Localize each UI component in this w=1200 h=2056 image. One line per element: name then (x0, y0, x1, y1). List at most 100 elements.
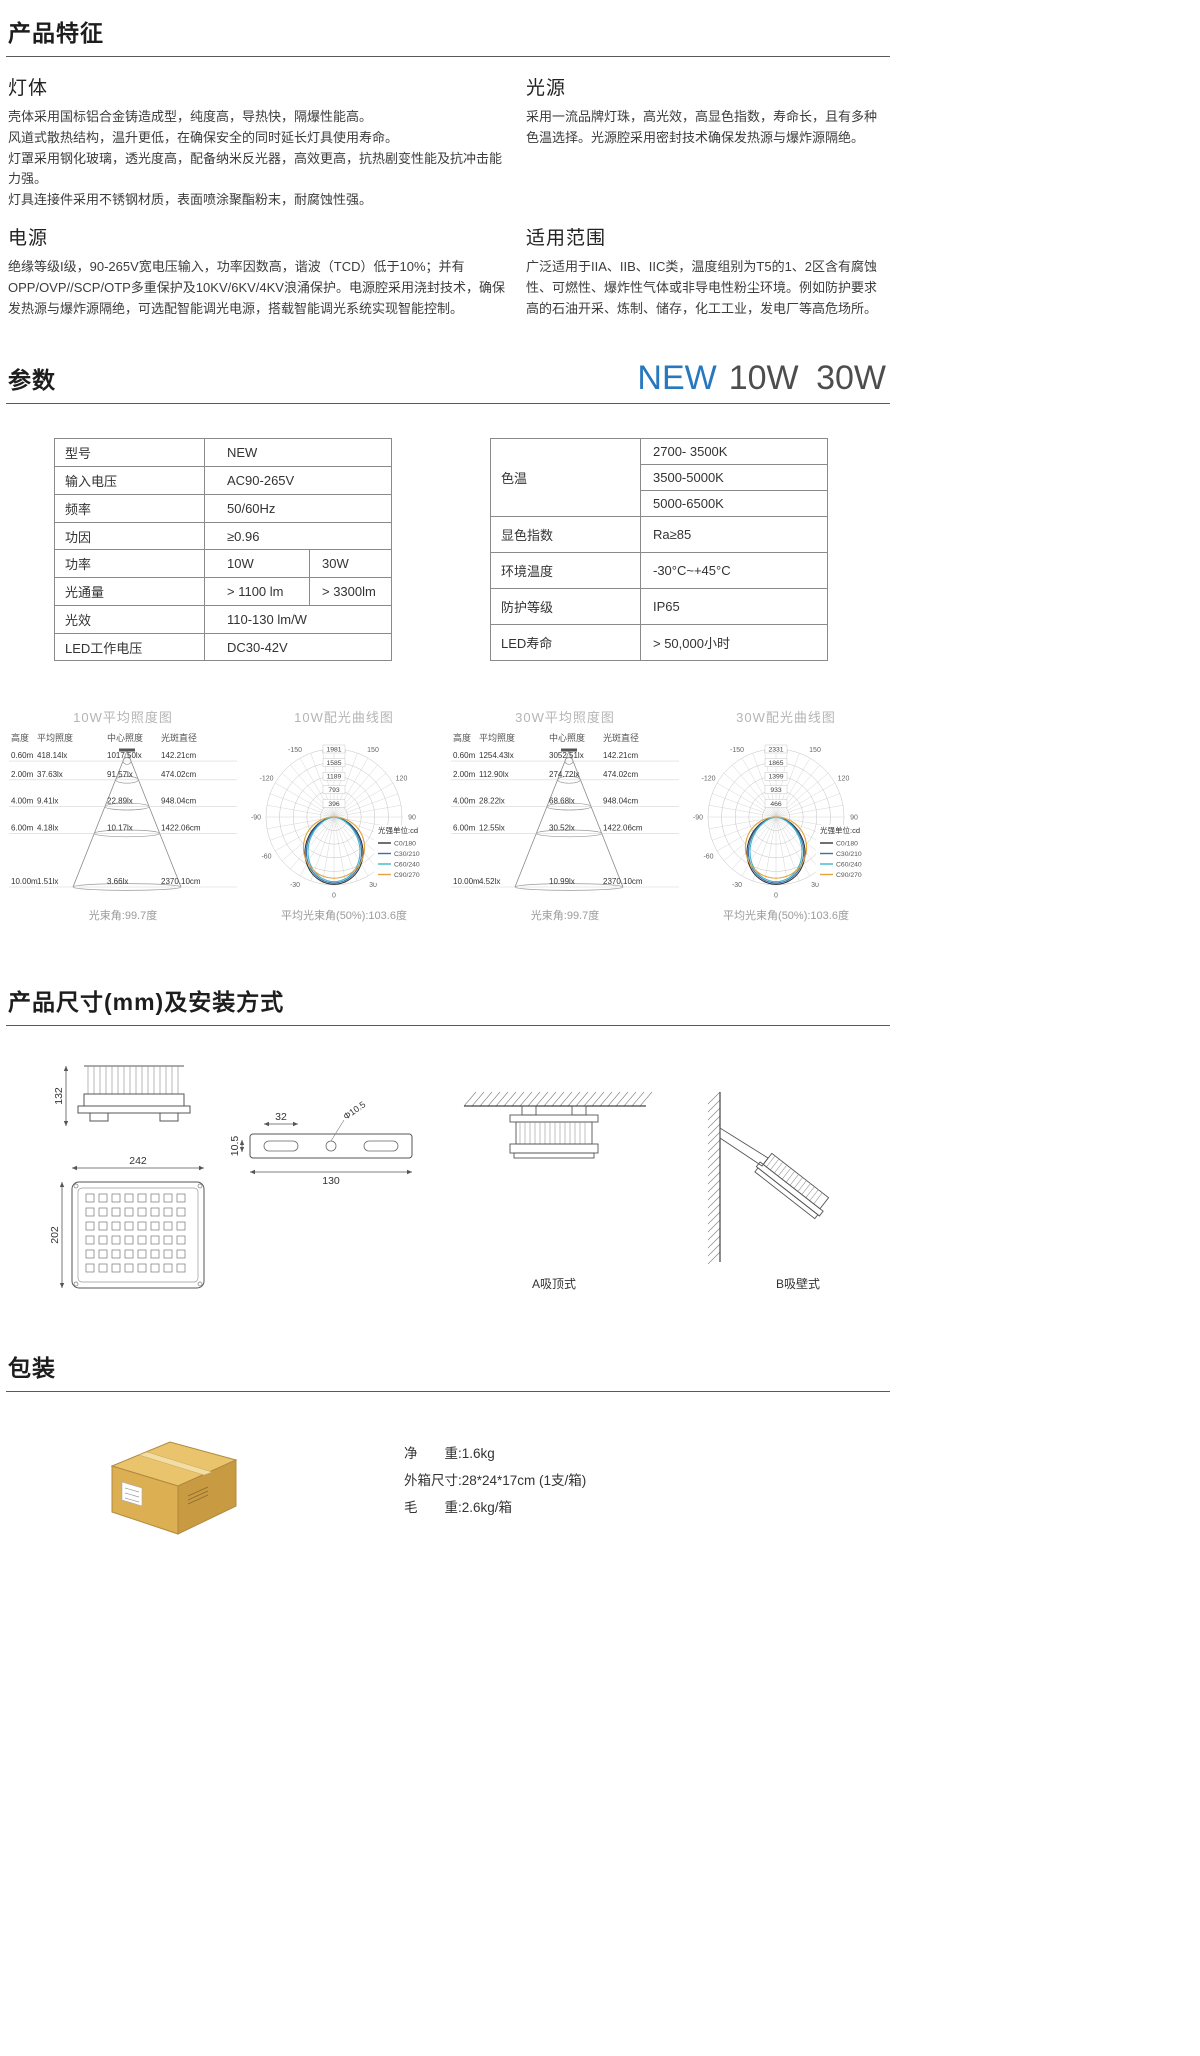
svg-text:光斑直径: 光斑直径 (161, 732, 197, 743)
svg-text:2370.10cm: 2370.10cm (603, 877, 643, 886)
spec-value: > 50,000小时 (640, 624, 828, 662)
svg-text:C60/240: C60/240 (394, 862, 420, 869)
spec-value: 10W (204, 549, 310, 579)
svg-text:2.00m: 2.00m (453, 770, 476, 779)
spec-value: ≥0.96 (204, 521, 392, 551)
svg-text:0: 0 (332, 893, 336, 900)
diagram-title: 30W配光曲线图 (736, 710, 836, 726)
datasheet-content: 产品特征 灯体壳体采用国标铝合金铸造成型，纯度高，导热快，隔爆性能高。风道式散热… (6, 20, 890, 1536)
svg-text:4.00m: 4.00m (11, 797, 34, 806)
spec-value: 50/60Hz (204, 493, 392, 523)
spec-label: 功率 (54, 549, 205, 579)
svg-text:中心照度: 中心照度 (549, 732, 585, 743)
svg-text:202: 202 (49, 1226, 61, 1244)
svg-text:90: 90 (408, 815, 416, 822)
spec-label: 环境温度 (490, 552, 641, 590)
spec-value: DC30-42V (204, 632, 392, 662)
svg-text:0: 0 (774, 893, 778, 900)
svg-text:418.14lx: 418.14lx (37, 751, 67, 760)
svg-text:-90: -90 (693, 815, 703, 822)
polar-diagram-block-10w: 10W配光曲线图-150-120-90-60-30030609012015039… (240, 707, 448, 923)
svg-text:1865: 1865 (768, 760, 783, 767)
feature-text: 绝缘等级I级，90-265V宽电压输入，功率因数高，谐波（TCD）低于10%；并… (8, 258, 505, 316)
new-label: NEW (637, 359, 717, 398)
svg-text:132: 132 (53, 1087, 65, 1105)
svg-text:4.00m: 4.00m (453, 797, 476, 806)
svg-text:-30: -30 (732, 882, 742, 889)
spec-label: 光效 (54, 604, 205, 634)
packing-info: 净 重:1.6kg 外箱尺寸:28*24*17cm (1支/箱) 毛 重:2.6kg… (404, 1426, 586, 1521)
spec-value: -30°C~+45°C (640, 552, 828, 590)
svg-text:中心照度: 中心照度 (107, 732, 143, 743)
feature-text: 壳体采用国标铝合金铸造成型，纯度高，导热快，隔爆性能高。 (8, 109, 373, 124)
spec-label: 输入电压 (54, 466, 205, 495)
feature-text: 灯具连接件采用不锈钢材质，表面喷涂聚酯粉末，耐腐蚀性强。 (8, 192, 373, 208)
spec-row: 3500-5000K (491, 464, 828, 492)
svg-text:793: 793 (328, 788, 340, 795)
svg-text:-90: -90 (251, 815, 261, 822)
diagram-footer: 光束角:99.7度 (530, 910, 600, 923)
svg-text:466: 466 (770, 801, 782, 808)
svg-text:Φ10.5: Φ10.5 (341, 1100, 367, 1122)
svg-text:-150: -150 (288, 747, 302, 754)
feature-text: 风道式散热结构，温升更低，在确保安全的同时延长灯具使用寿命。 (8, 129, 399, 145)
svg-text:1.51lx: 1.51lx (37, 877, 58, 886)
svg-text:1399: 1399 (768, 774, 783, 781)
svg-text:3.66lx: 3.66lx (107, 877, 128, 886)
svg-text:112.90lx: 112.90lx (479, 770, 509, 779)
svg-text:10.00m: 10.00m (11, 877, 38, 886)
svg-text:30: 30 (811, 882, 819, 889)
packing-text-line: 毛 重:2.6kg/箱 (404, 1500, 513, 1516)
feature-text: 灯罩采用钢化玻璃，透光度高，配备纳米反光器，高效更高，抗热剧变性能及抗冲击能力强… (8, 150, 503, 187)
svg-text:91.57lx: 91.57lx (107, 770, 133, 779)
svg-text:142.21cm: 142.21cm (603, 751, 638, 760)
wattage-label: 10W 30W (728, 359, 886, 398)
packing-text-line: 外箱尺寸:28*24*17cm (1支/箱) (404, 1473, 587, 1489)
svg-text:1585: 1585 (326, 760, 341, 767)
svg-text:2370.10cm: 2370.10cm (161, 877, 201, 886)
svg-text:A吸顶式: A吸顶式 (532, 1277, 576, 1291)
svg-text:28.22lx: 28.22lx (479, 797, 505, 806)
svg-text:C60/240: C60/240 (836, 862, 862, 869)
feature-title: 适用范围 (526, 227, 607, 249)
svg-text:68.68lx: 68.68lx (549, 797, 575, 806)
svg-text:37.63lx: 37.63lx (37, 770, 63, 779)
dimensions-header: 产品尺寸(mm)及安装方式 (6, 983, 890, 1027)
svg-text:光强单位:cd: 光强单位:cd (378, 825, 418, 835)
svg-text:-60: -60 (703, 854, 713, 861)
svg-text:1422.06cm: 1422.06cm (161, 824, 201, 833)
svg-text:948.04cm: 948.04cm (603, 797, 638, 806)
ceiling-mount-drawing: A吸顶式 (463, 1092, 653, 1291)
features-grid: 灯体壳体采用国标铝合金铸造成型，纯度高，导热快，隔爆性能高。风道式散热结构，温升… (6, 57, 890, 319)
svg-text:3052.51lx: 3052.51lx (549, 751, 584, 760)
svg-text:32: 32 (275, 1111, 287, 1123)
spec-label: 光通量 (54, 577, 205, 606)
svg-text:4.18lx: 4.18lx (37, 824, 58, 833)
packing-text-line: 净 重:1.6kg (404, 1446, 495, 1462)
svg-text:高度: 高度 (453, 732, 471, 743)
params-model-badge: NEW 10W 30W (637, 361, 886, 395)
polar-curve-diagram: -150-120-90-60-3003060901201503967931189… (251, 745, 448, 900)
spec-value: Ra≥85 (640, 516, 828, 554)
feature-block-2: 光源采用一流品牌灯珠，高光效，高显色指数，寿命长，且有多种色温选择。光源腔采用密… (526, 61, 888, 211)
svg-text:396: 396 (328, 801, 340, 808)
svg-text:10.99lx: 10.99lx (549, 877, 575, 886)
spec-value: > 1100 lm (204, 577, 310, 606)
svg-text:-150: -150 (730, 747, 744, 754)
svg-text:2331: 2331 (768, 747, 783, 754)
spec-label: 防护等级 (490, 588, 641, 626)
svg-text:1017.50lx: 1017.50lx (107, 751, 142, 760)
spec-label: LED工作电压 (54, 632, 205, 662)
svg-text:2.00m: 2.00m (11, 770, 34, 779)
svg-text:130: 130 (322, 1175, 340, 1187)
svg-text:C30/210: C30/210 (394, 851, 420, 858)
